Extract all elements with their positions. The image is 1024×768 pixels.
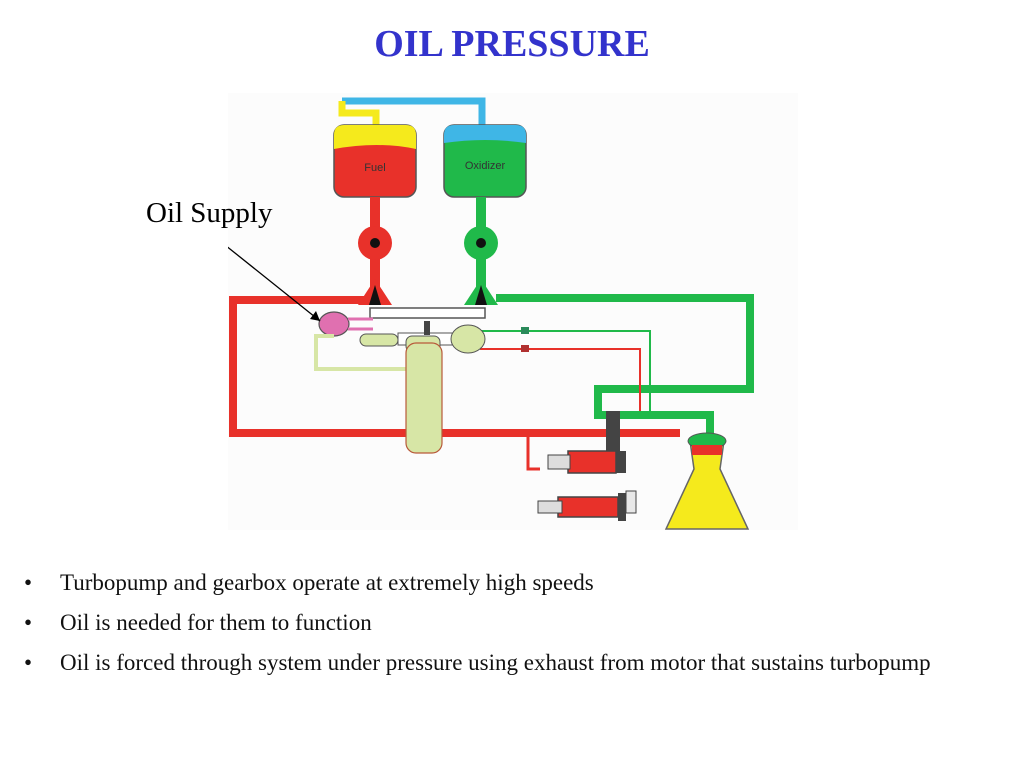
engine-schematic: Fuel Oxidizer: [228, 97, 754, 530]
oxidizer-flow-arrow: [475, 285, 487, 305]
oxidizer-tank-cap: [444, 125, 526, 143]
oxidizer-control-clamp: [618, 493, 626, 521]
fuel-control-valve: [521, 345, 529, 352]
oil-supply-pointer-head: [310, 311, 320, 321]
fuel-valve-center: [370, 238, 380, 248]
bullet-list: • Turbopump and gearbox operate at extre…: [20, 568, 1010, 688]
pressurization-line: [342, 97, 486, 131]
control-housing: [625, 490, 637, 514]
oil-return-line: [314, 334, 406, 371]
oil-supply-pointer: [228, 246, 321, 322]
oxidizer-control-line: [480, 330, 651, 411]
oxidizer-control-piston: [537, 500, 563, 514]
fuel-control-piston: [547, 454, 571, 470]
oxidizer-control-valve: [521, 327, 529, 334]
oil-feed-line: [348, 317, 373, 331]
oil-tank: [318, 311, 350, 337]
bullet-text: Oil is needed for them to function: [60, 610, 372, 635]
slide-title: OIL PRESSURE: [374, 23, 650, 65]
bullet-item: • Oil is needed for them to function: [20, 608, 1010, 638]
gearbox-inlet: [359, 333, 399, 347]
fuel-control-line: [480, 348, 641, 411]
fuel-tank-label: Fuel: [364, 162, 385, 174]
gas-generator-chamber: [405, 342, 443, 454]
fuel-control-clamp: [616, 451, 626, 473]
oxidizer-main-line: [496, 294, 754, 439]
bullet-text: Turbopump and gearbox operate at extreme…: [60, 570, 594, 595]
oil-supply-callout: Oil Supply: [146, 197, 273, 229]
fuel-flow-arrow: [369, 285, 381, 305]
fuel-control-cylinder: [567, 450, 617, 474]
combustion-chamber-band: [692, 445, 722, 455]
turbopump-shaft: [369, 307, 486, 319]
fuel-bypass-line: [526, 433, 540, 471]
bullet-marker: •: [24, 610, 33, 635]
oxidizer-control-cylinder: [557, 496, 619, 518]
fuel-vent-line: [338, 101, 380, 131]
bullet-text: Oil is forced through system under press…: [60, 650, 931, 675]
control-actuator: [606, 411, 620, 451]
fuel-main-line: [229, 296, 680, 437]
bullet-marker: •: [24, 650, 33, 675]
rocket-engine-diagram: Fuel Oxidizer: [228, 93, 798, 530]
oxidizer-tank-label: Oxidizer: [465, 160, 506, 172]
bullet-item: • Oil is forced through system under pre…: [20, 648, 1010, 678]
fuel-tank-cap: [334, 125, 416, 149]
turbine: [450, 324, 486, 354]
oxidizer-valve-center: [476, 238, 486, 248]
bullet-item: • Turbopump and gearbox operate at extre…: [20, 568, 1010, 598]
gearbox-spindle: [424, 321, 430, 335]
bullet-marker: •: [24, 570, 33, 595]
